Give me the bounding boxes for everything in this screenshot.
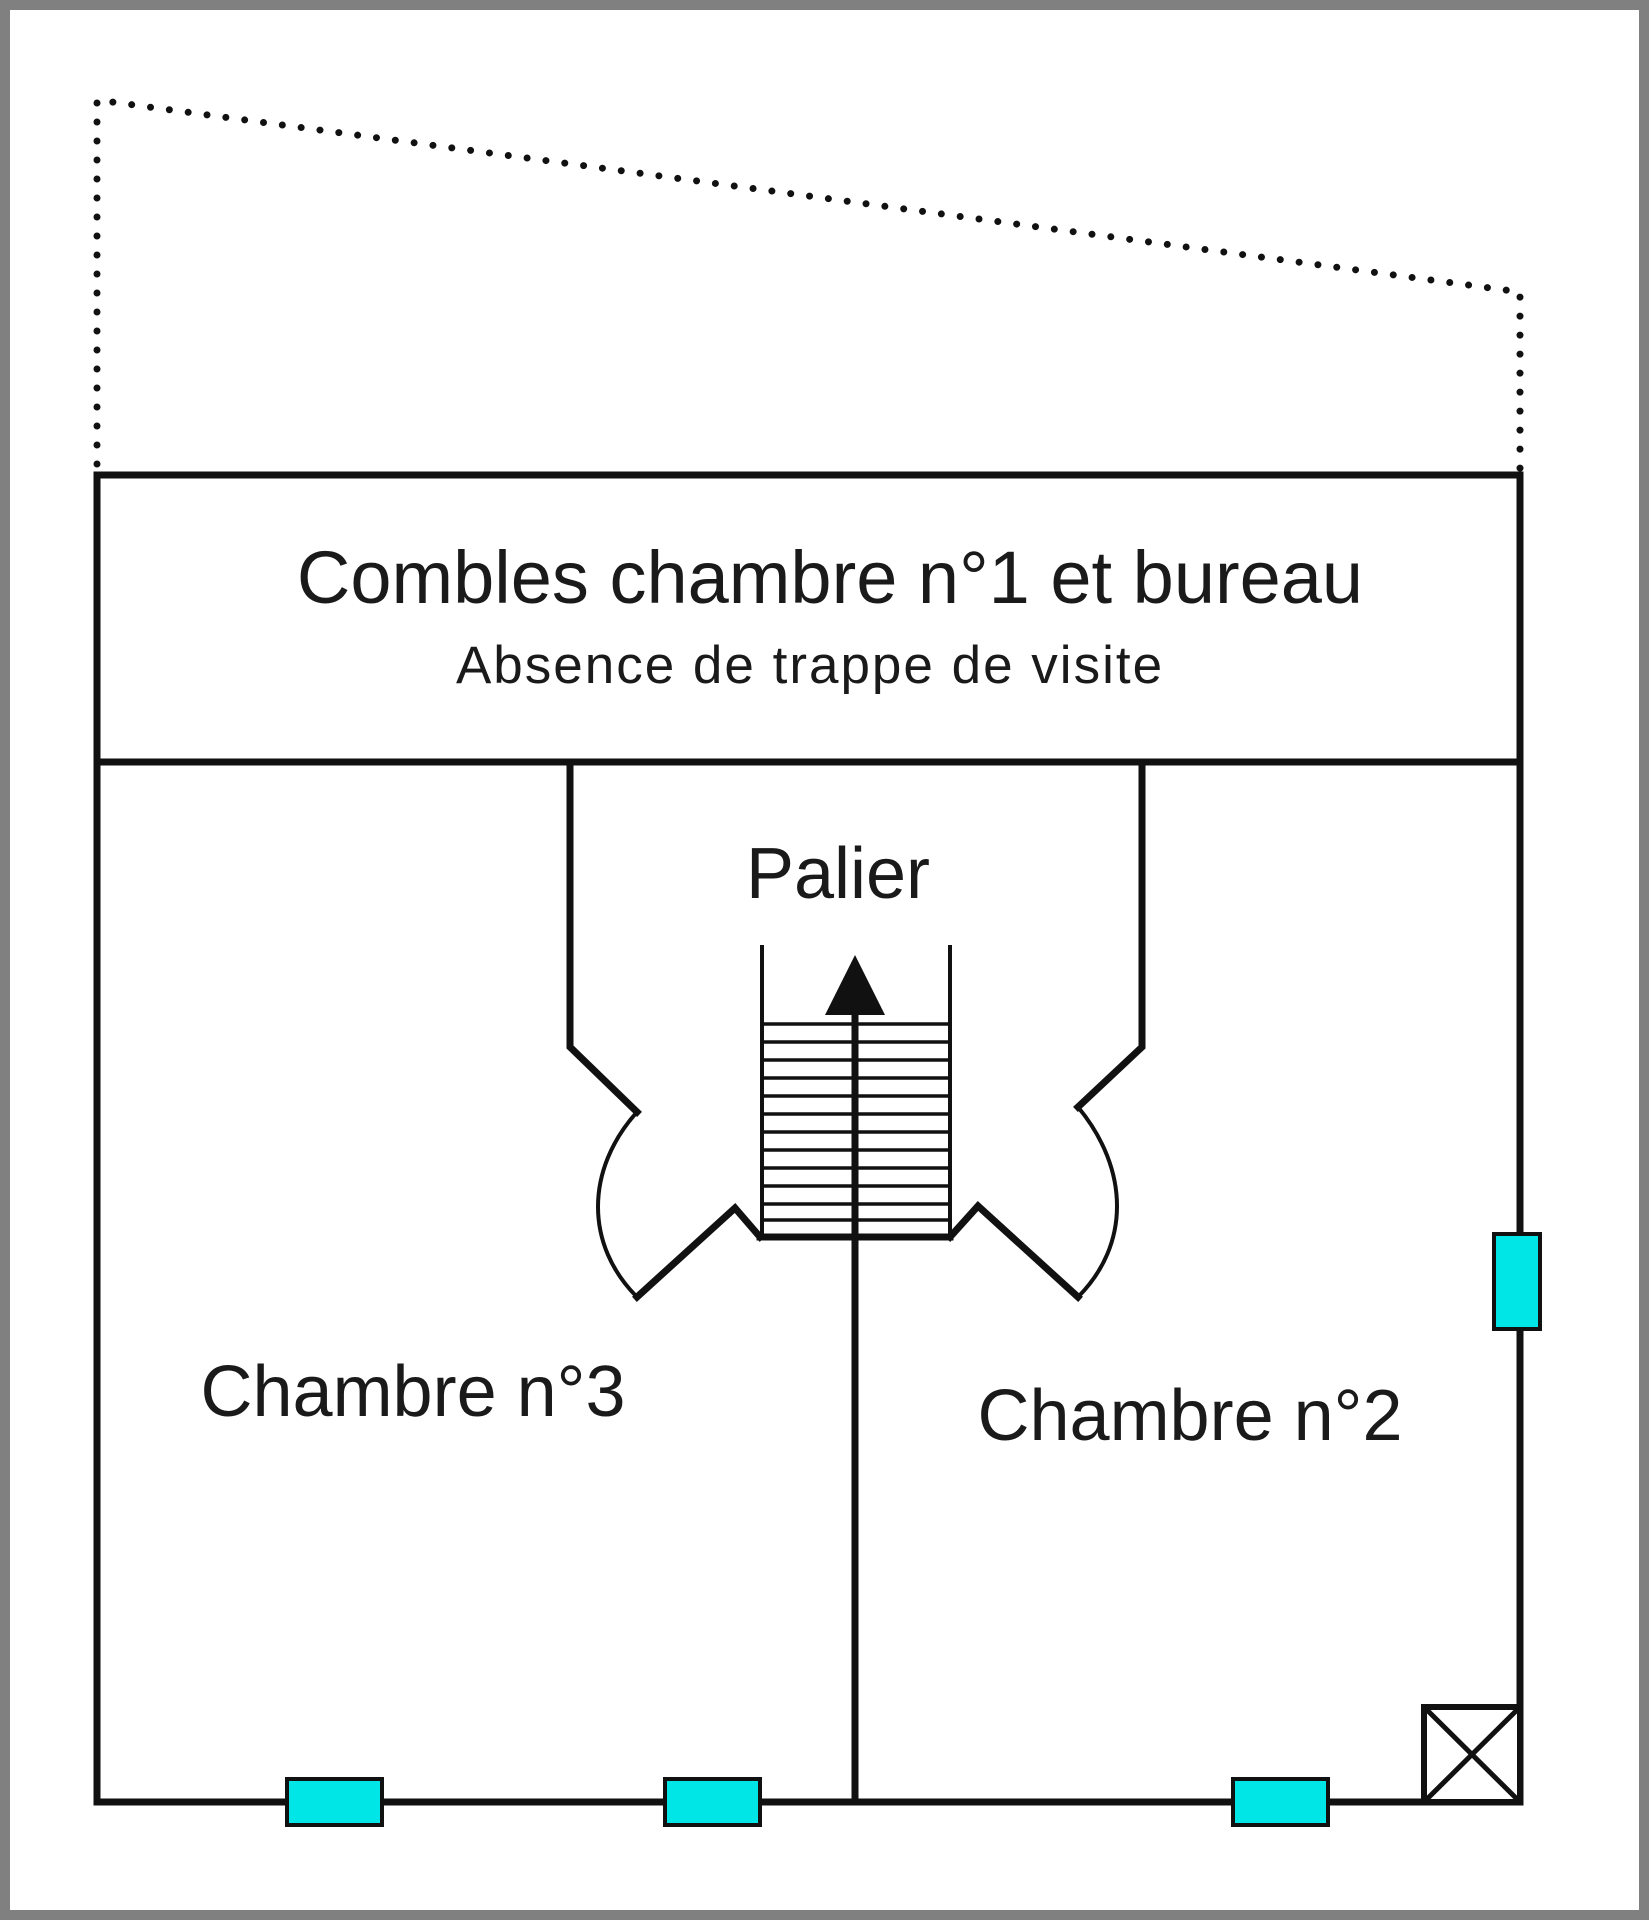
window-icon	[285, 1777, 384, 1827]
landing-wall-right-lower	[945, 1201, 1083, 1302]
window-icon	[663, 1777, 762, 1827]
crossed-box-icon	[1421, 1704, 1523, 1805]
door-swing-right	[1076, 1105, 1119, 1299]
landing-wall-left	[566, 758, 642, 1117]
window-icon	[1492, 1232, 1542, 1331]
attic-note: Absence de trappe de visite	[456, 636, 1164, 695]
landing-wall-right	[1073, 758, 1146, 1112]
attic-room	[93, 471, 1524, 766]
bedroom3-label: Chambre n°3	[200, 1352, 625, 1432]
attic-title: Combles chambre n°1 et bureau	[297, 536, 1363, 619]
bedroom2-label: Chambre n°2	[977, 1376, 1402, 1456]
dotted-roof-outline	[93, 95, 1524, 544]
arrow-up-icon	[825, 955, 885, 1015]
window-icon	[1231, 1777, 1330, 1827]
landing-wall-left-lower	[632, 1202, 765, 1302]
door-swing-left	[596, 1110, 639, 1299]
landing-label: Palier	[746, 834, 930, 914]
